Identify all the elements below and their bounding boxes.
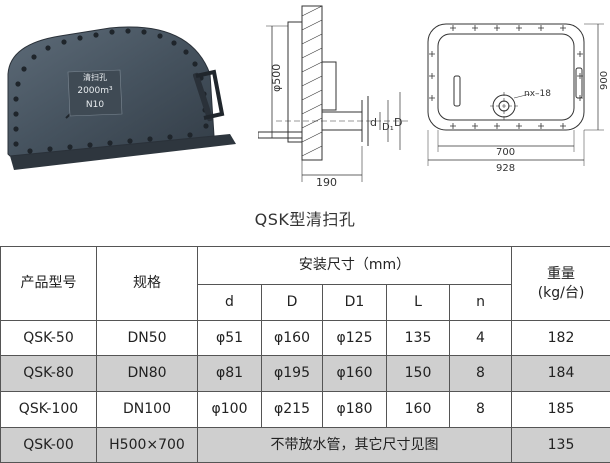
cell-model: QSK-50 [0, 320, 97, 356]
dim-width-label: 190 [316, 176, 337, 189]
cell-L: 150 [386, 355, 450, 392]
cell-spec: H500×700 [96, 427, 198, 463]
cell-D1: φ125 [322, 320, 387, 356]
cell-weight: 185 [511, 391, 610, 428]
cell-spec: DN80 [96, 355, 198, 392]
cell-weight: 135 [511, 427, 610, 463]
cell-model: QSK-80 [0, 355, 97, 392]
cell-D: φ195 [261, 355, 323, 392]
spec-table: 产品型号 规格 安装尺寸（mm） 重量 (kg/台) d D D1 L n QS… [0, 246, 610, 463]
figure-area: 清扫孔 2000m³ N10 φ500 d [0, 0, 610, 200]
table-row: QSK-00 H500×700 不带放水管，其它尺寸见图 135 [0, 427, 610, 463]
header-col-n: n [448, 284, 513, 321]
cell-D1: φ160 [322, 355, 387, 392]
table-row: QSK-100 DN100 φ100 φ215 φ180 160 8 185 [0, 391, 610, 428]
dim-height-label: 900 [599, 71, 610, 90]
dim-outer-label: 928 [496, 163, 515, 174]
header-col-D1: D1 [322, 284, 387, 321]
header-col-D: D [261, 284, 323, 321]
header-col-L: L [386, 284, 450, 321]
table-row: QSK-50 DN50 φ51 φ160 φ125 135 4 182 [0, 320, 610, 356]
figure-caption: QSK型清扫孔 [254, 210, 356, 229]
front-view-drawing: nx–18 700 928 900 [427, 23, 610, 174]
cell-weight: 184 [511, 355, 610, 392]
cell-d: φ81 [197, 355, 262, 392]
header-spec: 规格 [96, 246, 198, 321]
cell-model: QSK-00 [0, 427, 97, 463]
cell-spec: DN50 [96, 320, 198, 356]
cell-model: QSK-100 [0, 391, 97, 428]
header-weight-label: 重量 [547, 265, 576, 282]
cell-n: 8 [448, 391, 513, 428]
header-weight-unit: (kg/台) [537, 284, 585, 301]
cell-weight: 182 [511, 320, 610, 356]
header-weight: 重量 (kg/台) [511, 246, 610, 321]
header-col-d: d [197, 284, 262, 321]
cell-note: 不带放水管，其它尺寸见图 [196, 427, 513, 463]
cleanout-photo: 清扫孔 2000m³ N10 [7, 26, 236, 170]
header-install-dims: 安装尺寸（mm） [196, 246, 513, 285]
cell-spec: DN100 [96, 391, 198, 428]
dim-D-label: D [394, 116, 402, 129]
cell-L: 135 [386, 320, 450, 356]
side-view-drawing: φ500 d D₁ D 190 [258, 5, 408, 189]
plate-number: N10 [86, 100, 104, 110]
plate-title: 清扫孔 [83, 72, 107, 82]
dim-D1-label: D₁ [382, 122, 394, 133]
cell-D: φ215 [261, 391, 323, 428]
dim-inner-label: 700 [496, 147, 515, 158]
cell-n: 4 [448, 320, 513, 356]
cell-L: 160 [386, 391, 450, 428]
table-row: QSK-80 DN80 φ81 φ195 φ160 150 8 184 [0, 355, 610, 392]
dim-d-label: d [370, 116, 377, 129]
bolt-spec-label: nx–18 [524, 89, 551, 99]
cell-n: 8 [448, 355, 513, 392]
header-model: 产品型号 [0, 246, 97, 321]
cell-D1: φ180 [322, 391, 387, 428]
cell-d: φ51 [197, 320, 262, 356]
cell-d: φ100 [197, 391, 262, 428]
plate-volume: 2000m³ [77, 86, 113, 96]
cell-D: φ160 [261, 320, 323, 356]
dim-height-label: φ500 [270, 64, 283, 92]
